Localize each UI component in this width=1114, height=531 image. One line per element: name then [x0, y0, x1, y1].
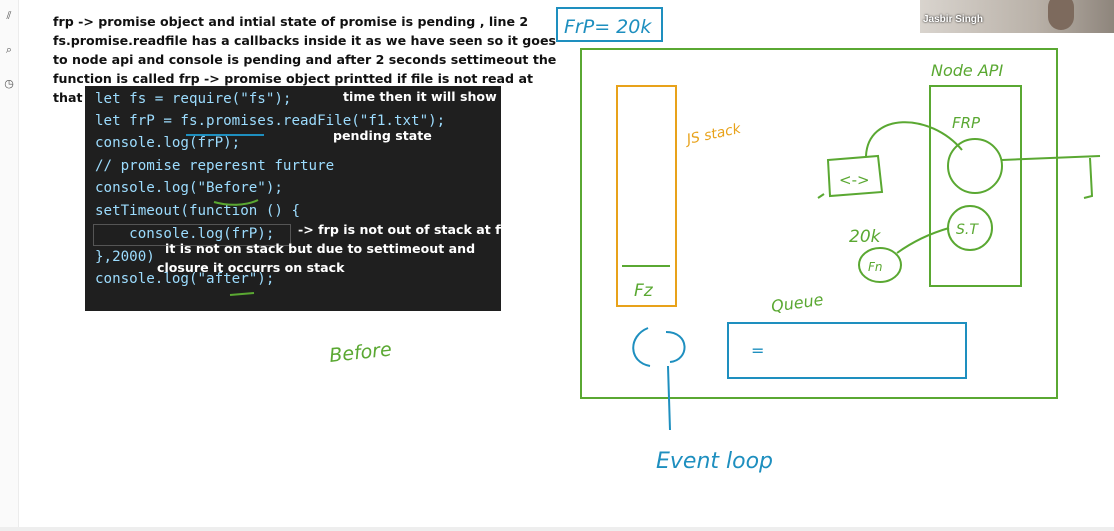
typed-notes: frp -> promise object and intial state o…	[53, 12, 557, 107]
event-loop-label: Event loop	[656, 449, 773, 474]
notes-line-5: that	[53, 90, 83, 105]
annotation-settimeout: it is not on stack but due to settimeout…	[165, 241, 476, 256]
queue-box	[727, 322, 967, 379]
frp-out-line	[1001, 155, 1101, 161]
st-label: S.T	[956, 222, 979, 238]
clock-icon[interactable]: ◷	[4, 77, 14, 90]
js-stack-box	[616, 85, 677, 307]
queue-mark: =	[751, 341, 764, 360]
queue-label: Queue	[770, 290, 825, 316]
event-loop-icon	[632, 327, 686, 367]
title-text: FrP= 20k	[564, 16, 652, 38]
frp-out-hook	[1083, 157, 1094, 199]
search-icon[interactable]: ⌕	[5, 43, 13, 56]
frp-label: FRP	[952, 114, 981, 132]
code-line-7: console.log(frP);	[95, 226, 275, 242]
node-api-box	[929, 85, 1022, 287]
library-icon[interactable]: ⫽	[6, 9, 12, 22]
after-underline-mark	[229, 292, 255, 296]
fz-label: Fz	[634, 281, 654, 301]
webcam-feed: Jasbir Singh	[920, 0, 1114, 33]
notes-line-4: function is called frp -> promise object…	[53, 71, 533, 86]
js-stack-label: JS stack	[683, 121, 744, 149]
code-line-6: setTimeout(function () {	[95, 203, 300, 219]
frp-connector	[865, 121, 963, 157]
fn-connector	[896, 227, 950, 254]
code-line-3: console.log(frP);	[95, 135, 241, 151]
fn-circle	[858, 247, 902, 283]
presenter-avatar	[1048, 0, 1074, 30]
notes-line-3: to node api and console is pending and a…	[53, 52, 557, 67]
notes-line-1: frp -> promise object and intial state o…	[53, 14, 529, 29]
bottom-edge	[0, 527, 1114, 531]
event-loop-line	[667, 365, 671, 431]
callback-tick	[817, 193, 825, 199]
code-selection-box	[93, 224, 291, 246]
annotation-frp-stack: -> frp is not out of stack at firs	[298, 222, 519, 237]
code-line-5: console.log("Before");	[95, 180, 283, 196]
annotation-time: time then it will show	[343, 89, 497, 104]
notes-line-2: fs.promise.readfile has a callbacks insi…	[53, 33, 556, 48]
code-panel: let fs = require("fs"); let frP = fs.pro…	[85, 86, 501, 311]
annotation-closure: closure it occurrs on stack	[157, 260, 345, 275]
before-label: Before	[328, 339, 393, 367]
frp-circle	[947, 138, 1003, 194]
runtime-box	[580, 48, 1058, 399]
node-api-label: Node API	[931, 61, 1003, 80]
code-comment: // promise reperesnt furture	[95, 158, 335, 174]
before-underline-mark	[213, 199, 259, 206]
annotation-pending: pending state	[333, 128, 432, 143]
callback-arrow-label: <->	[839, 171, 870, 189]
left-toolbar: ⫽ ⌕ ◷	[0, 0, 19, 531]
presenter-name: Jasbir Singh	[923, 14, 984, 25]
code-underline-mark	[186, 112, 264, 136]
title-box	[556, 7, 663, 42]
code-line-8: },2000)	[95, 249, 155, 265]
code-line-1: let fs = require("fs");	[95, 91, 292, 107]
fn-label: Fn	[868, 260, 883, 274]
twenty-k-label: 20k	[849, 227, 882, 247]
code-line-9: console.log("after");	[95, 271, 275, 287]
code-line-2: let frP = fs.promises.readFile("f1.txt")…	[95, 113, 446, 129]
callback-box	[826, 154, 884, 198]
